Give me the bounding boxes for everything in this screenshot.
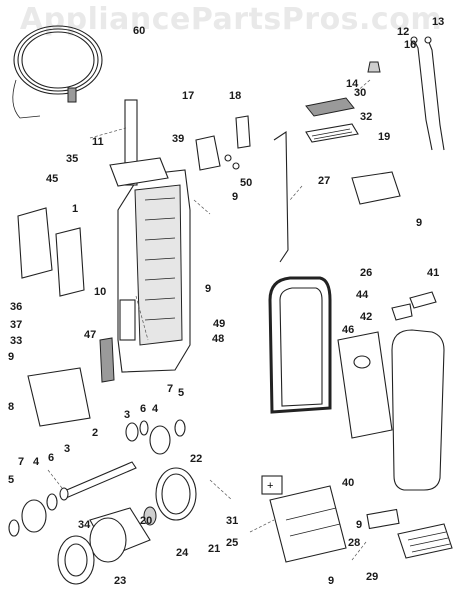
callout-36: 36 (10, 301, 22, 313)
callout-60: 60 (133, 25, 145, 37)
bumper-part (366, 508, 400, 530)
callout-9c: 9 (205, 283, 211, 295)
side-rod-parts (410, 36, 445, 151)
callout-5a: 5 (178, 387, 184, 399)
gear-set-lower (8, 487, 69, 537)
bag-door-frame (268, 276, 332, 414)
callout-9a: 9 (232, 191, 238, 203)
filter-tray-parts (305, 97, 359, 143)
spring-part (99, 337, 115, 383)
hose-rod-part (273, 130, 289, 263)
label-plate-part: + (261, 475, 283, 495)
motor-cover-part (57, 535, 95, 585)
callout-24: 24 (176, 547, 189, 559)
callout-46: 46 (342, 324, 354, 336)
callout-50: 50 (240, 177, 252, 189)
latch-clip-parts (391, 291, 437, 321)
callout-9d: 9 (8, 351, 14, 363)
callout-7b: 7 (18, 456, 24, 468)
callout-9e: 9 (356, 519, 362, 531)
callout-2: 2 (92, 427, 98, 439)
callout-49: 49 (213, 318, 225, 330)
bracket-parts (195, 115, 251, 171)
callout-26: 26 (360, 267, 372, 279)
knob-part (367, 61, 381, 73)
latch-part (351, 171, 401, 205)
callout-29: 29 (366, 571, 378, 583)
callout-23: 23 (114, 575, 126, 587)
callout-25: 25 (226, 537, 238, 549)
callout-44: 44 (356, 289, 369, 301)
handle-grip-part (109, 157, 169, 187)
callout-4b: 4 (33, 456, 40, 468)
front-grille-part (397, 523, 453, 559)
brushroll-part (61, 461, 137, 499)
callout-27: 27 (318, 175, 330, 187)
side-housing-parts (17, 207, 85, 297)
callout-18: 18 (229, 90, 241, 102)
callout-labels: 60 13 12 16 14 11 17 18 30 32 39 35 19 4… (8, 16, 444, 587)
callout-39: 39 (172, 133, 184, 145)
paper-bag-part (337, 331, 393, 439)
callout-12: 12 (397, 26, 409, 38)
callout-42: 42 (360, 311, 372, 323)
callout-22: 22 (190, 453, 202, 465)
callout-11: 11 (92, 136, 104, 148)
callout-7a: 7 (167, 383, 173, 395)
callout-17: 17 (182, 90, 194, 102)
callout-9b: 9 (416, 217, 422, 229)
callout-35: 35 (66, 153, 78, 165)
motor-part (89, 506, 157, 563)
callout-40: 40 (342, 477, 354, 489)
lower-housing-part (27, 367, 91, 427)
callout-19: 19 (378, 131, 390, 143)
callout-33: 33 (10, 335, 22, 347)
callout-32: 32 (360, 111, 372, 123)
bag-cover-part (391, 329, 445, 491)
base-nozzle-part (269, 485, 347, 563)
callout-31: 31 (226, 515, 238, 527)
fan-ring-part (155, 467, 197, 521)
leader-lines (47, 79, 371, 561)
callout-41: 41 (427, 267, 439, 279)
callout-37: 37 (10, 319, 22, 331)
vacuum-body-housing (117, 99, 191, 373)
gear-set-upper (125, 419, 186, 455)
callout-48: 48 (212, 333, 224, 345)
callout-14: 14 (346, 78, 359, 90)
callout-9f: 9 (328, 575, 334, 587)
callout-6a: 6 (140, 403, 146, 415)
callout-45: 45 (46, 173, 58, 185)
callout-3a: 3 (124, 409, 130, 421)
callout-8: 8 (8, 401, 14, 413)
watermark: AppliancePartsPros.com (19, 2, 443, 37)
callout-47: 47 (84, 329, 96, 341)
callout-28: 28 (348, 537, 360, 549)
callout-6b: 6 (48, 452, 54, 464)
callout-13: 13 (432, 16, 444, 28)
callout-4a: 4 (152, 403, 159, 415)
power-cord-part (12, 25, 103, 119)
callout-16: 16 (404, 39, 416, 51)
callout-21: 21 (208, 543, 220, 555)
callout-34: 34 (78, 519, 91, 531)
callout-10: 10 (94, 286, 106, 298)
svg-text:+: + (267, 480, 273, 492)
callout-20: 20 (140, 515, 152, 527)
callout-1: 1 (72, 203, 78, 215)
callout-3b: 3 (64, 443, 70, 455)
callout-30: 30 (354, 87, 366, 99)
callout-5b: 5 (8, 474, 14, 486)
